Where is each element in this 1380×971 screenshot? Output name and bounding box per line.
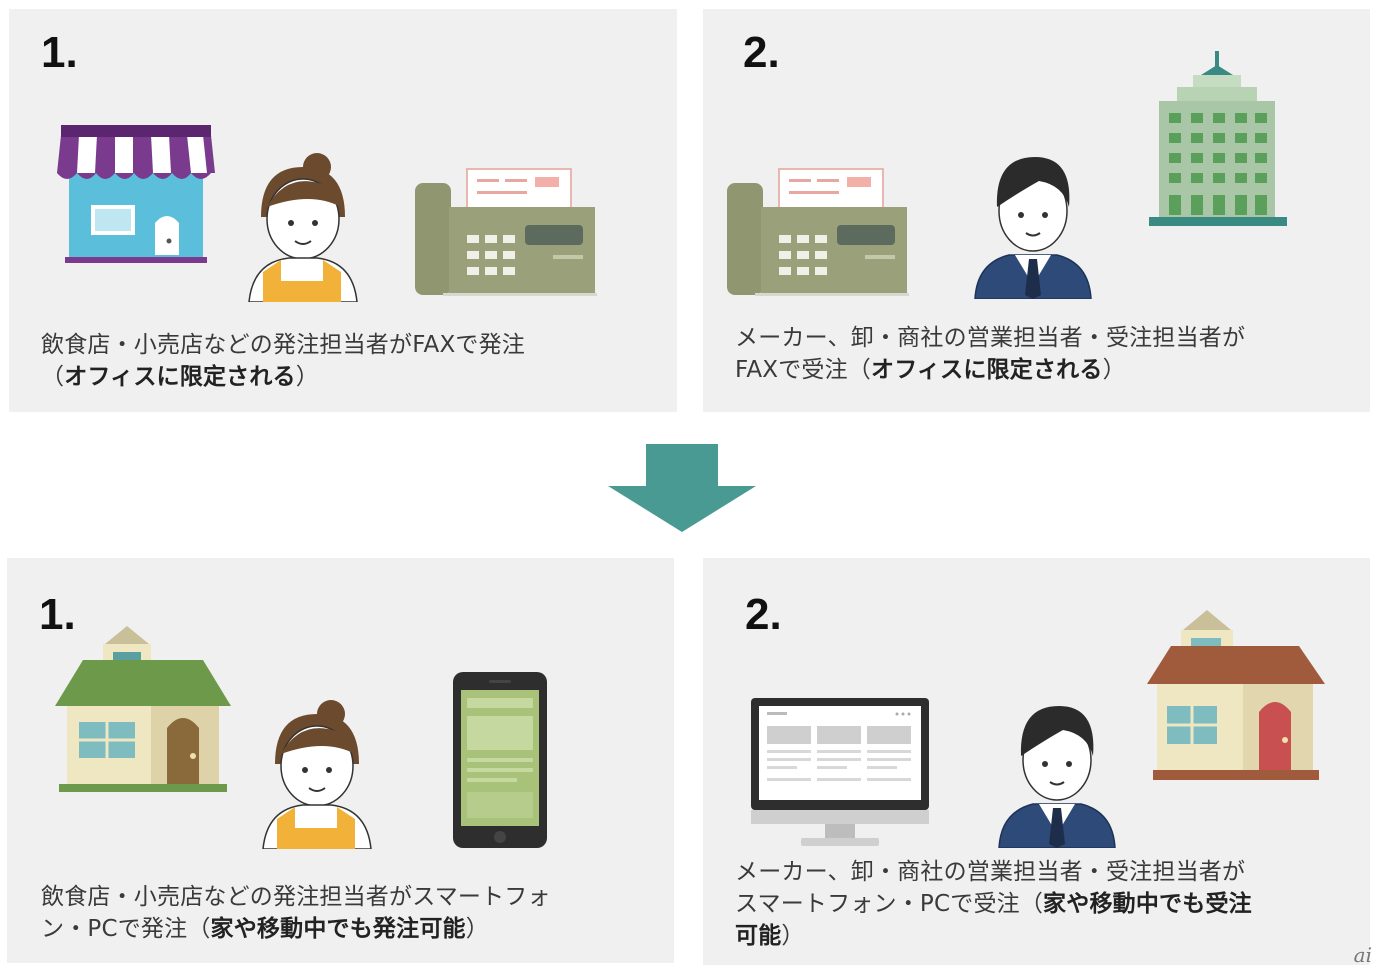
caption-line2: FAXで受注（オフィスに限定される）	[735, 354, 1245, 386]
smartphone-icon	[453, 672, 547, 848]
caption: メーカー、卸・商社の営業担当者・受注担当者が FAXで受注（オフィスに限定される…	[735, 322, 1245, 386]
caption-paren-open: （	[41, 364, 64, 390]
caption-line1: 飲食店・小売店などの発注担当者がスマートフォ	[41, 881, 551, 913]
caption-line3: 可能）	[735, 920, 1252, 952]
caption: メーカー、卸・商社の営業担当者・受注担当者が スマートフォン・PCで受注（家や移…	[735, 856, 1252, 952]
panel-before-receiver: 2.	[703, 9, 1370, 412]
store-icon	[57, 121, 215, 266]
businessman-icon	[971, 149, 1095, 299]
house-icon	[55, 624, 231, 794]
panel-number: 1.	[41, 31, 78, 75]
watermark-logo: ai	[1354, 943, 1372, 967]
caption: 飲食店・小売店などの発注担当者がスマートフォ ン・PCで発注（家や移動中でも発注…	[41, 881, 551, 945]
caption: 飲食店・小売店などの発注担当者がFAXで発注 （オフィスに限定される）	[41, 329, 525, 393]
caption-paren-close: ）	[781, 923, 804, 949]
businessman-icon	[995, 698, 1119, 848]
desktop-monitor-icon	[751, 698, 929, 848]
female-staff-icon	[255, 694, 377, 849]
caption-emphasis: 家や移動中でも発注可能	[211, 916, 466, 942]
caption-prefix: スマートフォン・PCで受注（	[735, 891, 1043, 917]
panel-after-receiver: 2.	[703, 558, 1370, 965]
panel-after-orderer: 1.	[7, 558, 674, 963]
caption-line1: メーカー、卸・商社の営業担当者・受注担当者が	[735, 322, 1245, 354]
caption-paren-close: ）	[296, 364, 319, 390]
caption-line2: （オフィスに限定される）	[41, 361, 525, 393]
office-building-icon	[1149, 51, 1287, 226]
house-icon	[1147, 610, 1325, 782]
panel-number: 2.	[743, 31, 780, 75]
caption-paren-close: ）	[1103, 357, 1126, 383]
female-staff-icon	[241, 147, 363, 302]
caption-emphasis: オフィスに限定される	[64, 364, 296, 390]
caption-line1: 飲食店・小売店などの発注担当者がFAXで発注	[41, 329, 525, 361]
caption-line2: スマートフォン・PCで受注（家や移動中でも受注	[735, 888, 1252, 920]
fax-machine-icon	[725, 167, 909, 297]
down-arrow-icon	[608, 444, 756, 532]
panel-number: 2.	[745, 593, 782, 637]
panel-before-orderer: 1.	[9, 9, 677, 412]
caption-emphasis-cont: 可能	[735, 923, 781, 949]
caption-emphasis: オフィスに限定される	[871, 357, 1103, 383]
caption-emphasis: 家や移動中でも受注	[1043, 891, 1252, 917]
fax-machine-icon	[413, 167, 597, 297]
caption-prefix: FAXで受注（	[735, 357, 871, 383]
caption-prefix: ン・PCで発注（	[41, 916, 211, 942]
caption-line1: メーカー、卸・商社の営業担当者・受注担当者が	[735, 856, 1252, 888]
caption-paren-close: ）	[466, 916, 489, 942]
caption-line2: ン・PCで発注（家や移動中でも発注可能）	[41, 913, 551, 945]
